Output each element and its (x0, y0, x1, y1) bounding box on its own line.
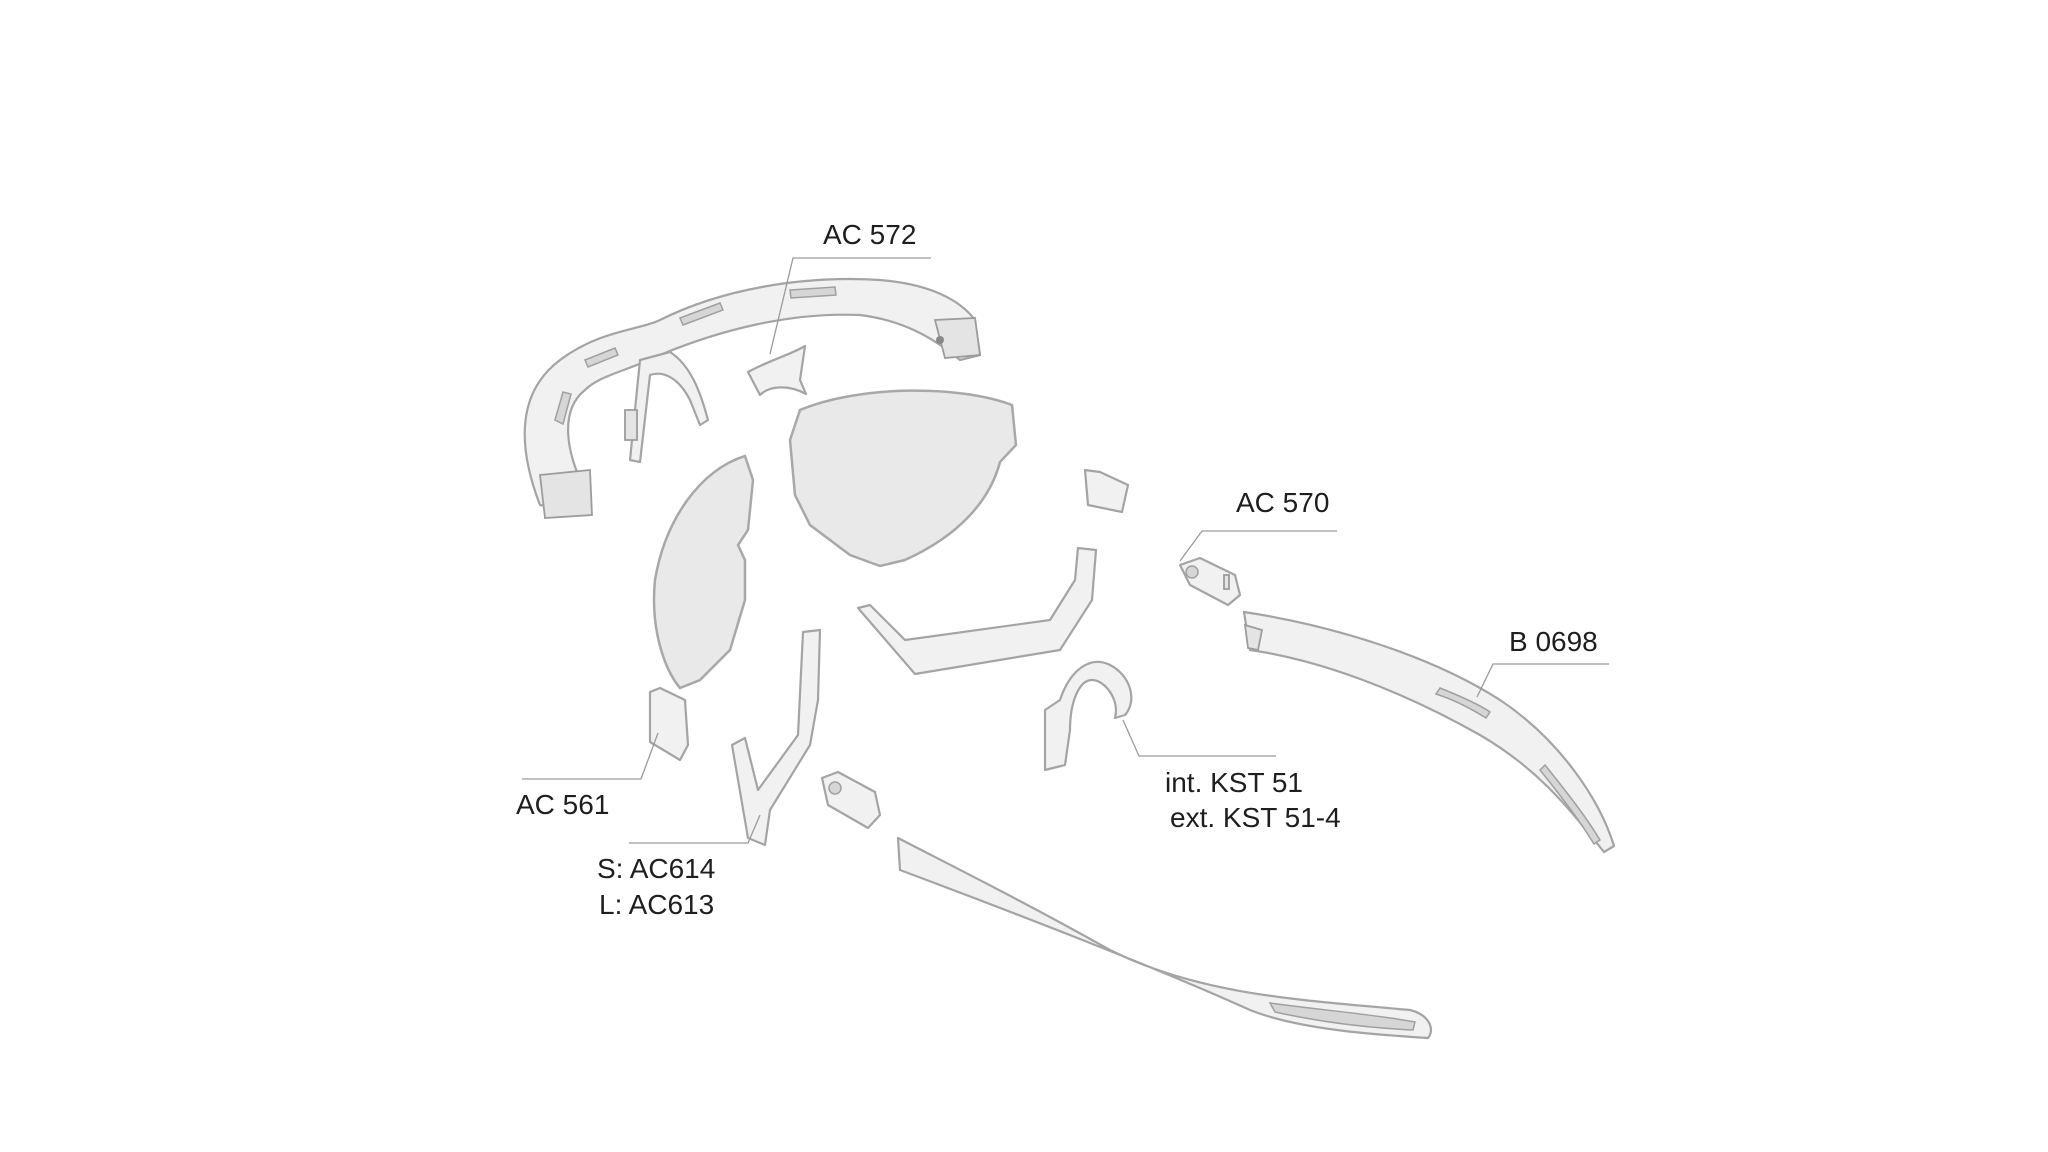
temple-b0698 (1242, 610, 1616, 854)
leader-ac561 (522, 732, 659, 780)
label-b0698: B 0698 (1509, 626, 1598, 657)
label-ac614: S: AC614 (597, 853, 716, 884)
label-ac572: AC 572 (823, 219, 917, 250)
leader-kst (1122, 719, 1276, 757)
leader-ac570 (1179, 530, 1337, 562)
hinge-left (820, 770, 882, 830)
label-ac570: AC 570 (1236, 487, 1330, 518)
label-ac561: AC 561 (516, 789, 610, 820)
temple-left (896, 836, 1433, 1040)
hinge-ac570 (1178, 556, 1242, 607)
top-frame (523, 277, 982, 519)
label-ac613: L: AC613 (599, 889, 715, 920)
leader-b0698 (1476, 663, 1609, 698)
left-lens (652, 454, 755, 690)
label-kst-int: int. KST 51 (1165, 767, 1304, 798)
part-ac572 (746, 344, 808, 397)
lower-rim-left (730, 628, 822, 847)
label-kst-ext: ext. KST 51-4 (1170, 802, 1341, 833)
leader-ac614 (629, 814, 761, 844)
end-piece (1083, 468, 1130, 514)
lower-rim-right (856, 546, 1098, 676)
nose-pad (1043, 660, 1133, 772)
leader-ac572 (769, 257, 931, 355)
part-ac561 (648, 686, 690, 762)
right-lens (788, 389, 1018, 568)
